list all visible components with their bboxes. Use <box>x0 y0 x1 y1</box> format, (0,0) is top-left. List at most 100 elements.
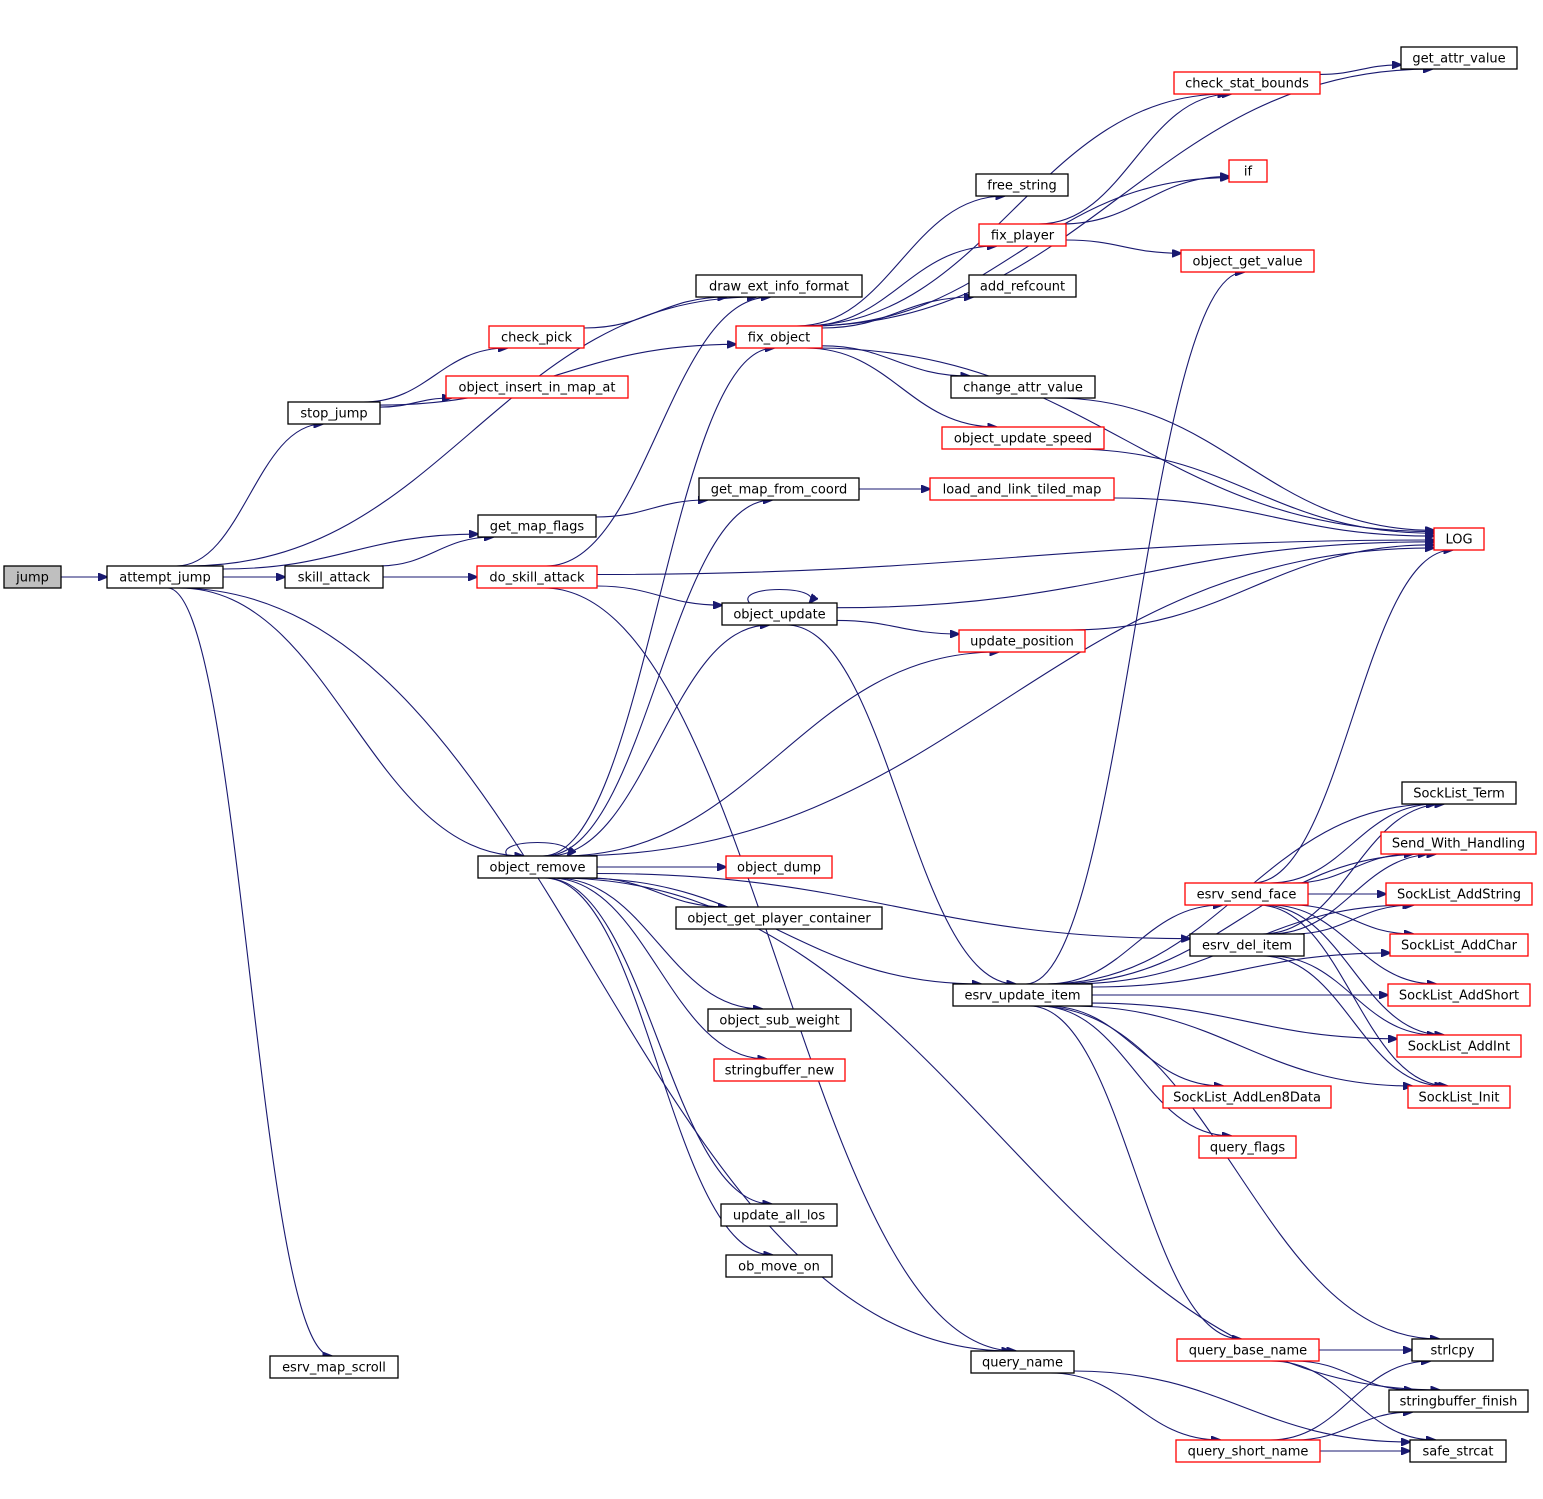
node-free-string[interactable]: free_string <box>975 173 1069 197</box>
node-get-map-flags[interactable]: get_map_flags <box>477 514 597 538</box>
node-box-object-insert-in-map-at <box>445 375 629 399</box>
node-box-get-map-flags <box>477 514 597 538</box>
edge-fix-object-to-change-attr-value <box>821 345 969 376</box>
node-label-check-stat-bounds: check_stat_bounds <box>1185 77 1309 92</box>
edge-esrv-send-face-to-log <box>1253 550 1452 884</box>
edge-attempt-jump-to-stop-jump <box>176 424 322 567</box>
edge-object-remove-to-get-map-from-coord <box>544 500 773 857</box>
node-change-attr-value[interactable]: change_attr_value <box>950 375 1096 399</box>
edge-fix-player-to-check-stat-bounds <box>1038 94 1231 225</box>
node-query-flags[interactable]: query_flags <box>1198 1135 1297 1159</box>
node-check-pick[interactable]: check_pick <box>488 325 585 349</box>
edge-stop-jump-to-object-insert-in-map-at <box>379 398 451 408</box>
node-socklist-init[interactable]: SockList_Init <box>1407 1085 1511 1109</box>
node-label-socklist-addchar: SockList_AddChar <box>1401 939 1518 954</box>
node-load-and-link-tiled-map[interactable]: load_and_link_tiled_map <box>929 477 1115 501</box>
node-socklist-addshort[interactable]: SockList_AddShort <box>1387 983 1531 1007</box>
edge-object-remove-to-esrv-update-item <box>579 877 981 984</box>
edge-esrv-update-item-to-send-with-handling <box>1054 854 1427 985</box>
node-strlcpy[interactable]: strlcpy <box>1411 1338 1494 1362</box>
node-if[interactable]: if <box>1228 159 1268 183</box>
node-stop-jump[interactable]: stop_jump <box>287 401 381 425</box>
node-label-query-flags: query_flags <box>1210 1141 1285 1156</box>
node-label-send-with-handling: Send_With_Handling <box>1392 837 1525 852</box>
node-safe-strcat[interactable]: safe_strcat <box>1409 1439 1507 1463</box>
node-stringbuffer-new[interactable]: stringbuffer_new <box>713 1058 846 1082</box>
edge-esrv-send-face-to-socklist-term <box>1269 804 1436 884</box>
edge-esrv-send-face-to-socklist-addint <box>1261 904 1444 1035</box>
node-box-strlcpy <box>1411 1338 1494 1362</box>
node-socklist-addchar[interactable]: SockList_AddChar <box>1389 933 1529 957</box>
node-label-get-map-from-coord: get_map_from_coord <box>711 483 847 498</box>
node-object-update-speed[interactable]: object_update_speed <box>941 426 1105 450</box>
node-label-stringbuffer-new: stringbuffer_new <box>725 1064 835 1079</box>
edge-skill-attack-to-get-map-flags <box>377 537 493 567</box>
edge-object-remove-to-update-all-los <box>545 877 771 1204</box>
node-get-attr-value[interactable]: get_attr_value <box>1400 46 1518 70</box>
node-object-insert-in-map-at[interactable]: object_insert_in_map_at <box>445 375 629 399</box>
node-fix-object[interactable]: fix_object <box>735 325 823 349</box>
node-attempt-jump[interactable]: attempt_jump <box>106 565 224 589</box>
node-jump[interactable]: jump <box>3 565 62 589</box>
node-draw-ext-info-format[interactable]: draw_ext_info_format <box>695 274 863 298</box>
edge-esrv-del-item-to-socklist-addint <box>1270 955 1436 1035</box>
node-check-stat-bounds[interactable]: check_stat_bounds <box>1173 71 1321 95</box>
node-label-object-dump: object_dump <box>737 861 821 876</box>
node-socklist-addlen8data[interactable]: SockList_AddLen8Data <box>1162 1085 1332 1109</box>
edge-fix-player-to-object-get-value <box>1065 239 1181 253</box>
node-query-short-name[interactable]: query_short_name <box>1175 1439 1321 1463</box>
node-object-update[interactable]: object_update <box>721 602 838 626</box>
node-label-fix-player: fix_player <box>991 229 1055 244</box>
node-label-fix-object: fix_object <box>748 331 810 346</box>
edge-esrv-update-item-to-socklist-addchar <box>1091 953 1390 988</box>
edge-fix-player-to-if <box>1061 176 1229 225</box>
node-socklist-addstring[interactable]: SockList_AddString <box>1385 882 1533 906</box>
node-label-check-pick: check_pick <box>501 331 573 346</box>
node-box-object-get-value <box>1180 249 1315 273</box>
node-label-esrv-map-scroll: esrv_map_scroll <box>282 1361 386 1376</box>
node-box-load-and-link-tiled-map <box>929 477 1115 501</box>
edge-object-remove-to-object-update <box>547 625 769 857</box>
node-socklist-term[interactable]: SockList_Term <box>1401 781 1517 805</box>
node-object-get-player-container[interactable]: object_get_player_container <box>675 906 883 930</box>
edge-attempt-jump-to-object-remove <box>179 587 523 856</box>
node-label-object-sub-weight: object_sub_weight <box>719 1014 839 1029</box>
edge-esrv-update-item-to-socklist-init <box>1069 1005 1412 1086</box>
node-box-attempt-jump <box>106 565 224 589</box>
node-send-with-handling[interactable]: Send_With_Handling <box>1380 831 1537 855</box>
edge-object-remove-to-object-sub-weight <box>554 877 762 1009</box>
edge-esrv-del-item-to-socklist-term <box>1262 804 1443 935</box>
node-socklist-addint[interactable]: SockList_AddInt <box>1396 1034 1522 1058</box>
node-ob-move-on[interactable]: ob_move_on <box>725 1254 833 1278</box>
node-label-log: LOG <box>1445 533 1472 548</box>
edge-fix-object-to-fix-player <box>805 246 996 327</box>
node-skill-attack[interactable]: skill_attack <box>284 565 384 589</box>
node-object-dump[interactable]: object_dump <box>725 855 833 879</box>
node-add-refcount[interactable]: add_refcount <box>968 274 1077 298</box>
edge-esrv-del-item-to-socklist-init <box>1262 955 1443 1086</box>
node-do-skill-attack[interactable]: do_skill_attack <box>476 565 598 589</box>
node-object-sub-weight[interactable]: object_sub_weight <box>707 1008 852 1032</box>
node-object-remove[interactable]: object_remove <box>477 855 598 879</box>
edge-esrv-update-item-to-query-flags <box>1038 1005 1231 1136</box>
node-update-position[interactable]: update_position <box>958 629 1086 653</box>
node-label-object-update-speed: object_update_speed <box>954 432 1092 447</box>
node-get-map-from-coord[interactable]: get_map_from_coord <box>698 477 860 501</box>
node-object-get-value[interactable]: object_get_value <box>1180 249 1315 273</box>
node-log[interactable]: LOG <box>1433 527 1485 551</box>
node-fix-player[interactable]: fix_player <box>978 223 1067 247</box>
node-esrv-map-scroll[interactable]: esrv_map_scroll <box>269 1355 399 1379</box>
node-update-all-los[interactable]: update_all_los <box>720 1203 838 1227</box>
node-query-base-name[interactable]: query_base_name <box>1176 1338 1320 1362</box>
edge-stop-jump-to-check-pick <box>363 348 507 403</box>
node-query-name[interactable]: query_name <box>970 1350 1075 1374</box>
node-box-query-short-name <box>1175 1439 1321 1463</box>
node-label-free-string: free_string <box>987 179 1056 194</box>
node-esrv-send-face[interactable]: esrv_send_face <box>1184 882 1309 906</box>
node-esrv-update-item[interactable]: esrv_update_item <box>952 983 1093 1007</box>
node-esrv-del-item[interactable]: esrv_del_item <box>1189 933 1305 957</box>
node-box-object-dump <box>725 855 833 879</box>
node-label-if: if <box>1244 165 1253 180</box>
node-stringbuffer-finish[interactable]: stringbuffer_finish <box>1388 1389 1529 1413</box>
